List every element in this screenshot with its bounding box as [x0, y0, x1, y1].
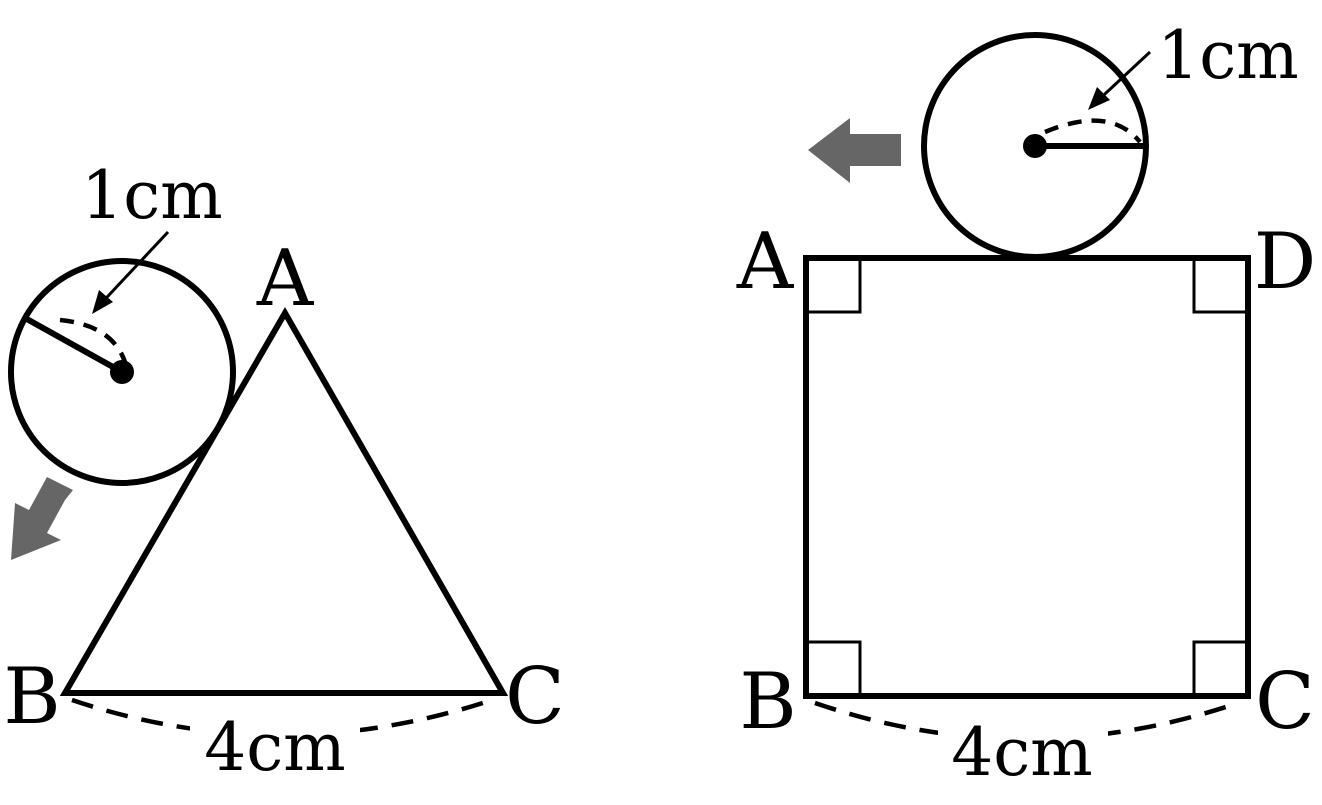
triangle-vertex-b-label: B	[3, 652, 60, 742]
triangle-vertex-a-label: A	[256, 234, 315, 324]
square-vertex-a-label: A	[736, 217, 795, 307]
radius-dashed-arc	[59, 317, 128, 363]
triangle-radius-label: 1cm	[81, 157, 223, 234]
triangle-vertex-c-label: C	[505, 652, 565, 742]
triangle-abc	[59, 306, 509, 696]
square-radius-label: 1cm	[1157, 17, 1299, 94]
square-vertex-b-label: B	[739, 657, 796, 747]
right-angle-marks	[806, 258, 1248, 696]
square-base-label-bg	[938, 713, 1108, 783]
square-figure: A D B C 1cm 4cm	[736, 17, 1316, 791]
right-angle-mark-a	[806, 258, 862, 314]
radius-pointer-arrowhead	[1088, 87, 1110, 110]
radius-dashed-arc	[1044, 118, 1142, 144]
triangle-figure: A B C 1cm 4cm	[3, 157, 565, 786]
right-angle-mark-b	[806, 640, 862, 696]
direction-arrow-icon	[808, 118, 901, 183]
circle-radius-line	[23, 315, 124, 375]
square-base-dimension-arc	[814, 700, 1239, 742]
square-vertex-d-label: D	[1254, 217, 1317, 307]
circle-center-dot	[1023, 134, 1047, 158]
square-rolling-circle	[921, 32, 1152, 260]
right-angle-mark-c	[1192, 640, 1248, 696]
circle-center-dot	[110, 360, 134, 384]
direction-arrow-icon	[11, 477, 73, 560]
triangle-base-label-bg	[190, 708, 360, 778]
circle-outline	[8, 258, 236, 486]
square-abcd	[803, 255, 1251, 699]
triangle-base-dimension-arc	[71, 697, 493, 738]
right-angle-mark-d	[1192, 258, 1248, 314]
triangle-side-label: 4cm	[204, 709, 346, 786]
radius-pointer-arrowhead	[92, 290, 113, 314]
triangle-rolling-circle	[8, 230, 236, 486]
square-vertex-c-label: C	[1255, 657, 1315, 747]
square-side-label: 4cm	[951, 714, 1093, 791]
